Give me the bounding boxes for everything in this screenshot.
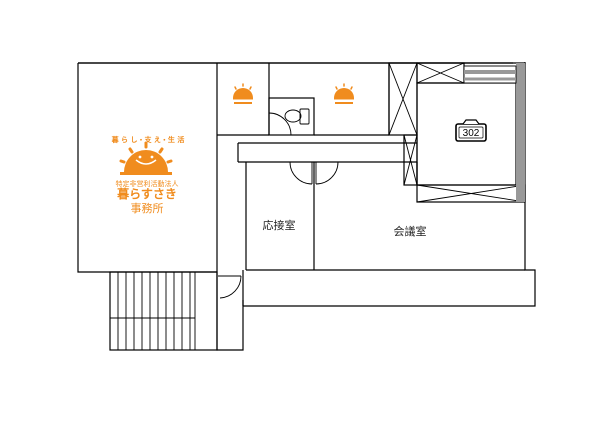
small-sun-logo-a bbox=[233, 83, 253, 104]
reception-room: 応接室 bbox=[245, 161, 315, 271]
meeting-room-label: 会議室 bbox=[394, 224, 427, 238]
room-302: 302 bbox=[416, 82, 517, 186]
meeting-room: 会議室 bbox=[314, 161, 525, 271]
office-room-label: 事務所 bbox=[131, 201, 164, 215]
shaft-2 bbox=[416, 62, 465, 84]
toilet-icon bbox=[284, 108, 310, 125]
logo-tagline: 暮 ら し・支 え・生 活 bbox=[111, 135, 185, 144]
office-room bbox=[216, 63, 244, 351]
shaft-4 bbox=[416, 184, 526, 203]
org-name-text: 暮らすさき bbox=[116, 186, 177, 201]
sun-icon bbox=[119, 141, 173, 175]
toilet-room bbox=[268, 97, 315, 136]
room-302-sign: 302 bbox=[455, 119, 487, 142]
stairwell bbox=[109, 271, 218, 351]
balcony-rail bbox=[463, 63, 525, 202]
small-sun-logo-b bbox=[334, 83, 354, 104]
room-302-number: 302 bbox=[463, 128, 480, 139]
stair-treads bbox=[117, 272, 191, 350]
shaft-1 bbox=[388, 62, 418, 136]
org-type-text: 特定非営利活動法人 bbox=[116, 179, 179, 188]
corridor bbox=[237, 142, 417, 163]
office-logo: 暮 ら し・支 え・生 活 特定非営利活動法人 暮らすさき 事務所 bbox=[111, 135, 185, 215]
reception-room-label: 応接室 bbox=[263, 218, 296, 232]
